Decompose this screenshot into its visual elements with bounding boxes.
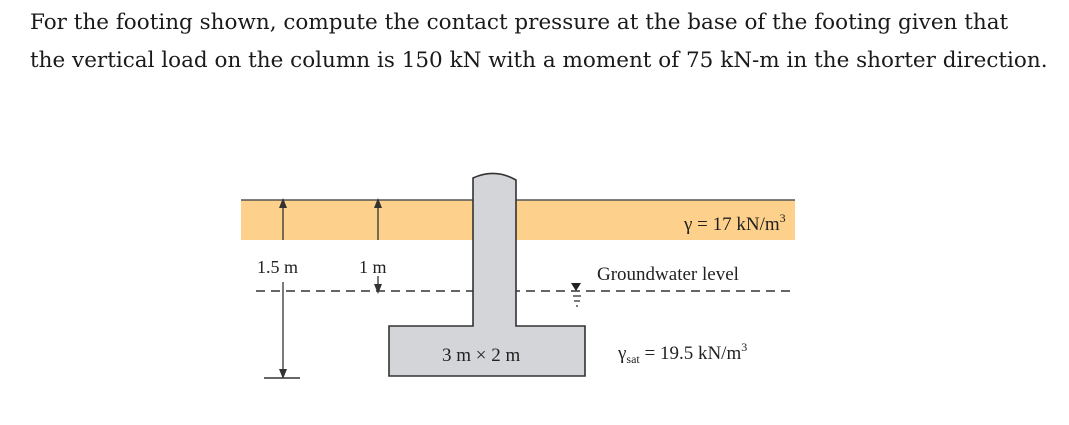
unit-weight-exponent: 3: [780, 211, 786, 225]
water-table-triangle-icon: [571, 283, 581, 291]
footing: [388, 172, 586, 377]
groundwater-level-label: Groundwater level: [597, 264, 739, 285]
problem-statement: For the footing shown, compute the conta…: [30, 10, 1048, 73]
saturated-unit-weight-label: γsat = 19.5 kN/m3: [617, 340, 747, 366]
footing-size-label: 3 m × 2 m: [442, 345, 520, 366]
saturated-unit-weight-value: = 19.5 kN/m: [640, 343, 742, 364]
dimension-1-5m-label: 1.5 m: [257, 257, 298, 277]
moist-soil-band: [241, 200, 795, 240]
unit-weight-text: γ = 17 kN/m: [683, 214, 780, 235]
unit-weight-label: γ = 17 kN/m3: [683, 211, 786, 235]
gamma-symbol: γ: [617, 343, 626, 364]
dimension-1m-label: 1 m: [359, 257, 387, 277]
saturated-unit-weight-exponent: 3: [741, 340, 747, 354]
gamma-subscript: sat: [626, 352, 640, 366]
